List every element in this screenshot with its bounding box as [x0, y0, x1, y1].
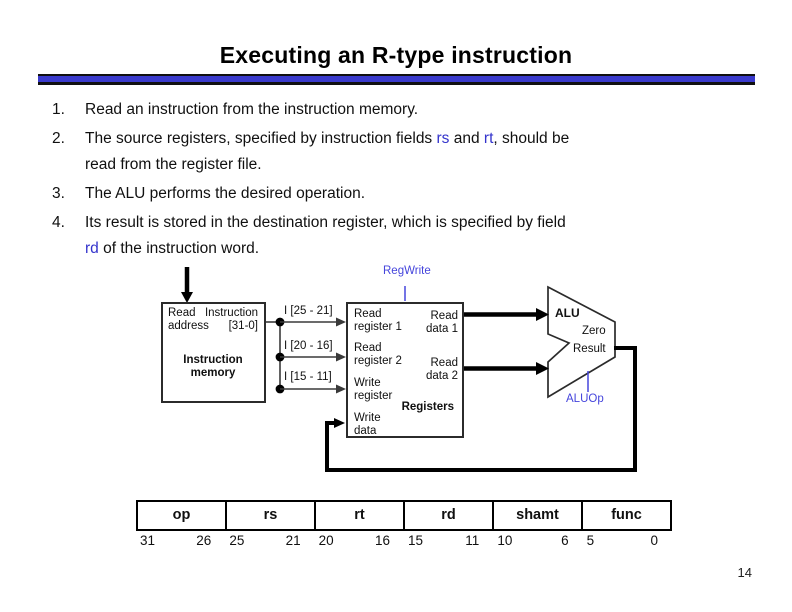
wire-label-i15-11: I [15 - 11]	[284, 371, 332, 383]
list-item-1: 1. Read an instruction from the instruct…	[52, 97, 767, 123]
im-port-row-1: Read Instruction	[168, 307, 258, 320]
read-register-2-port: Read register 2	[354, 342, 402, 367]
numbered-list: 1. Read an instruction from the instruct…	[52, 97, 767, 265]
title-underline-bar	[38, 74, 755, 85]
read-register-1-port: Read register 1	[354, 308, 402, 333]
field-rd: rd	[85, 240, 99, 257]
bit-range-label: [31-0]	[228, 319, 258, 332]
registers-title: Registers	[401, 401, 454, 413]
list-item-3: 3. The ALU performs the desired operatio…	[52, 181, 767, 207]
field-cell-shamt: shamt	[492, 502, 581, 529]
wire-label-i20-16: I [20 - 16]	[284, 340, 333, 352]
item-number: 1.	[52, 101, 65, 118]
field-rt: rt	[483, 130, 494, 147]
item-text: The source registers, specified by instr…	[85, 130, 570, 173]
field-cell-op: op	[172, 507, 191, 523]
wire-label-i25-21: I [25 - 21]	[284, 305, 333, 317]
address-port-label: address	[168, 319, 209, 332]
aluop-label: ALUOp	[566, 393, 604, 405]
item-text: Its result is stored in the destination …	[85, 214, 566, 257]
fields-table: op rs rt rd shamt func	[136, 500, 672, 531]
instruction-memory-box: Read Instruction address [31-0] Instruct…	[161, 302, 266, 403]
read-data-2-port: Read data 2	[426, 357, 458, 382]
field-cell-rs: rs	[225, 502, 314, 529]
item-number: 2.	[52, 130, 65, 147]
page-number: 14	[737, 565, 752, 580]
item-number: 4.	[52, 214, 65, 231]
item-number: 3.	[52, 185, 65, 202]
field-rs: rs	[436, 130, 450, 147]
read-data-1-port: Read data 1	[426, 310, 458, 335]
alu-label: ALU	[555, 306, 580, 320]
im-port-row-2: address [31-0]	[168, 320, 258, 333]
item-text: The ALU performs the desired operation.	[85, 185, 366, 202]
field-cell-rd: rd	[403, 502, 492, 529]
slide-title: Executing an R-type instruction	[219, 42, 573, 68]
regwrite-label: RegWrite	[383, 265, 431, 277]
registers-box: Read register 1 Read data 1 Read registe…	[346, 302, 464, 438]
list-item-4: 4. Its result is stored in the destinati…	[52, 210, 767, 262]
instruction-port-label: Instruction	[204, 307, 258, 319]
write-data-port: Write data	[354, 412, 381, 437]
instruction-memory-title: Instruction memory	[183, 354, 243, 379]
alu-zero-label: Zero	[582, 325, 606, 337]
field-cell-func: func	[581, 502, 670, 529]
write-register-port: Write register	[354, 377, 393, 402]
item-text: Read an instruction from the instruction…	[85, 101, 419, 118]
alu-shape	[547, 285, 616, 399]
read-port-label: Read	[168, 307, 196, 319]
alu-result-label: Result	[573, 343, 606, 355]
list-item-2: 2. The source registers, specified by in…	[52, 126, 767, 178]
field-cell-rt: rt	[314, 502, 403, 529]
